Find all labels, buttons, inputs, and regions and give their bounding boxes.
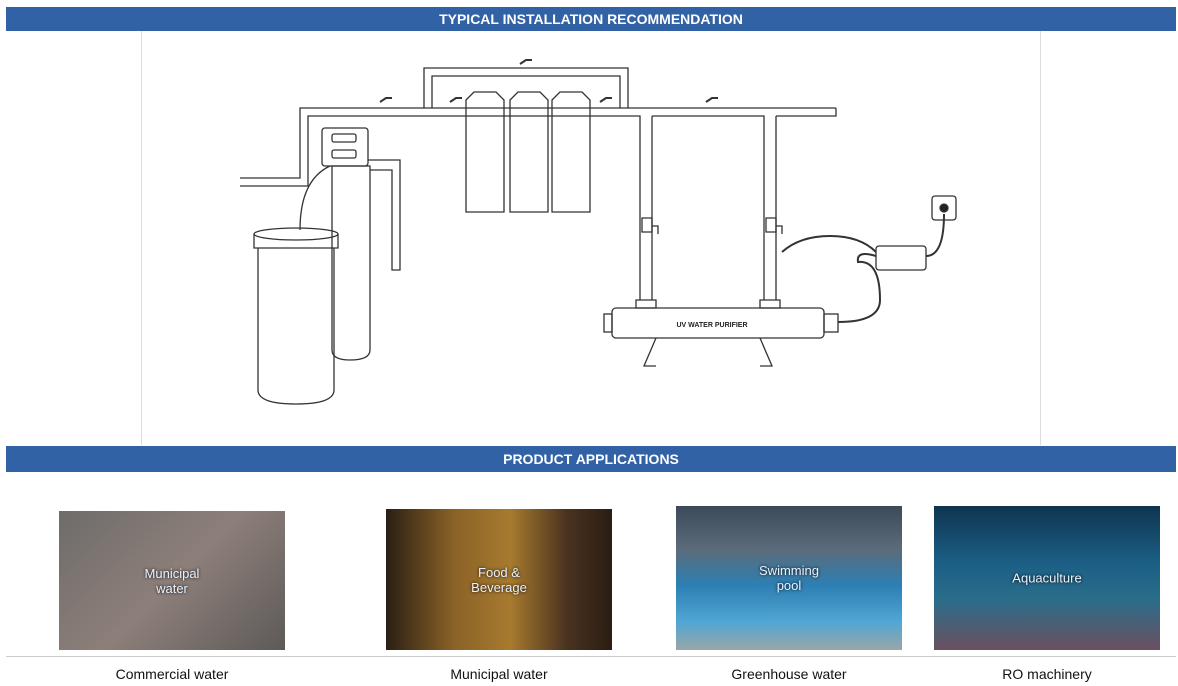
application-overlay-label: Food &Beverage	[471, 564, 527, 595]
main-pipe	[330, 107, 837, 300]
application-image-food-beverage[interactable]: Food &Beverage	[386, 509, 612, 650]
caption-ro-machinery: RO machinery	[1002, 666, 1092, 682]
softener-tank	[331, 165, 371, 361]
installation-section-header: TYPICAL INSTALLATION RECOMMENDATION	[6, 7, 1176, 31]
uv-purifier-label: UV WATER PURIFIER	[676, 322, 747, 329]
captions-divider	[6, 656, 1176, 657]
application-image-aquaculture[interactable]: Aquaculture	[934, 506, 1160, 650]
caption-greenhouse-water: Greenhouse water	[731, 666, 847, 682]
power-outlet	[931, 195, 957, 221]
application-overlay-label: Aquaculture	[1012, 570, 1082, 586]
uv-controller	[875, 245, 927, 271]
caption-commercial-water: Commercial water	[115, 666, 229, 682]
divider-left	[141, 31, 142, 445]
applications-section-header: PRODUCT APPLICATIONS	[6, 446, 1176, 472]
brine-tank	[253, 234, 339, 405]
bypass-pipe	[423, 67, 629, 108]
filter-housings	[465, 91, 591, 213]
divider-right	[1040, 31, 1041, 445]
installation-diagram: UV WATER PURIFIER	[240, 59, 957, 405]
caption-municipal-water: Municipal water	[450, 666, 548, 682]
inlet-pipe	[240, 107, 330, 187]
